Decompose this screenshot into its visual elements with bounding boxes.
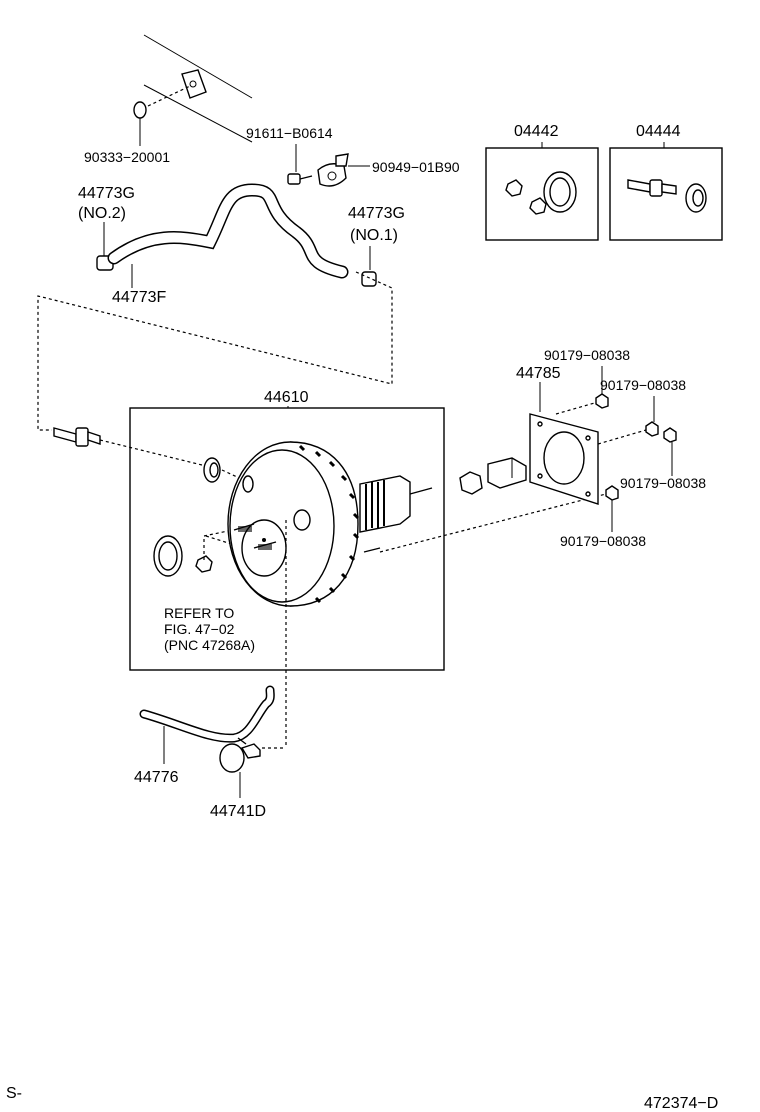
label-no1: (NO.1) [350, 227, 398, 244]
plate-nut-a-icon [595, 393, 609, 409]
figure-number: 472374−D [644, 1095, 718, 1112]
brake-booster-icon [227, 441, 433, 607]
label-44773f: 44773F [112, 289, 166, 306]
label-04444: 04444 [636, 123, 681, 140]
label-44776: 44776 [134, 769, 179, 786]
clamp-icon [317, 153, 349, 187]
bolt-icon [287, 173, 313, 185]
plate-nut-c-icon [663, 427, 677, 443]
booster-seal-icon [153, 535, 183, 577]
plate-nut-b-icon [645, 421, 659, 437]
label-90179-b: 90179−08038 [600, 377, 686, 393]
label-44773g-no1: 44773G [348, 205, 405, 222]
clevis-nut-icon [459, 471, 483, 495]
grommet-04444-icon [685, 183, 707, 213]
label-90949-01b90: 90949−01B90 [372, 159, 460, 175]
label-no2: (NO.2) [78, 205, 126, 222]
refer-line-2: FIG. 47−02 [164, 621, 235, 637]
footer-left-code: S- [6, 1085, 22, 1102]
clevis-icon [487, 457, 527, 489]
hose-connector-icon [219, 737, 261, 773]
kit-box-04442 [485, 147, 599, 241]
valve-grommet-icon [203, 457, 221, 483]
plate-nut-d-icon [605, 485, 619, 501]
booster-assembly-box [129, 407, 445, 671]
label-44610: 44610 [264, 389, 309, 406]
nut-icon [505, 179, 547, 215]
grommet-icon [543, 171, 577, 213]
label-04442: 04442 [514, 123, 559, 140]
label-91611-b0614: 91611−B0614 [246, 125, 333, 141]
check-valve-bolt-icon [53, 427, 101, 447]
body-panel-illustration [143, 34, 253, 143]
refer-line-1: REFER TO [164, 605, 234, 621]
vacuum-hose-icon [107, 183, 349, 279]
label-44741d: 44741D [210, 803, 266, 820]
hole-plug-icon [133, 101, 147, 146]
label-90179-c: 90179−08038 [620, 475, 706, 491]
gasket-icon [529, 413, 599, 505]
kit-box-04444 [609, 147, 723, 241]
label-90179-a: 90179−08038 [544, 347, 630, 363]
hose-clamp-no1-icon [361, 271, 377, 287]
label-44785: 44785 [516, 365, 561, 382]
lower-vacuum-hose-icon [139, 685, 275, 743]
booster-nut-icon [195, 555, 213, 573]
refer-line-3: (PNC 47268A) [164, 637, 255, 653]
label-90333-20001: 90333−20001 [84, 149, 170, 165]
label-44773g-no2: 44773G [78, 185, 135, 202]
check-valve-icon [627, 179, 677, 197]
label-90179-d: 90179−08038 [560, 533, 646, 549]
